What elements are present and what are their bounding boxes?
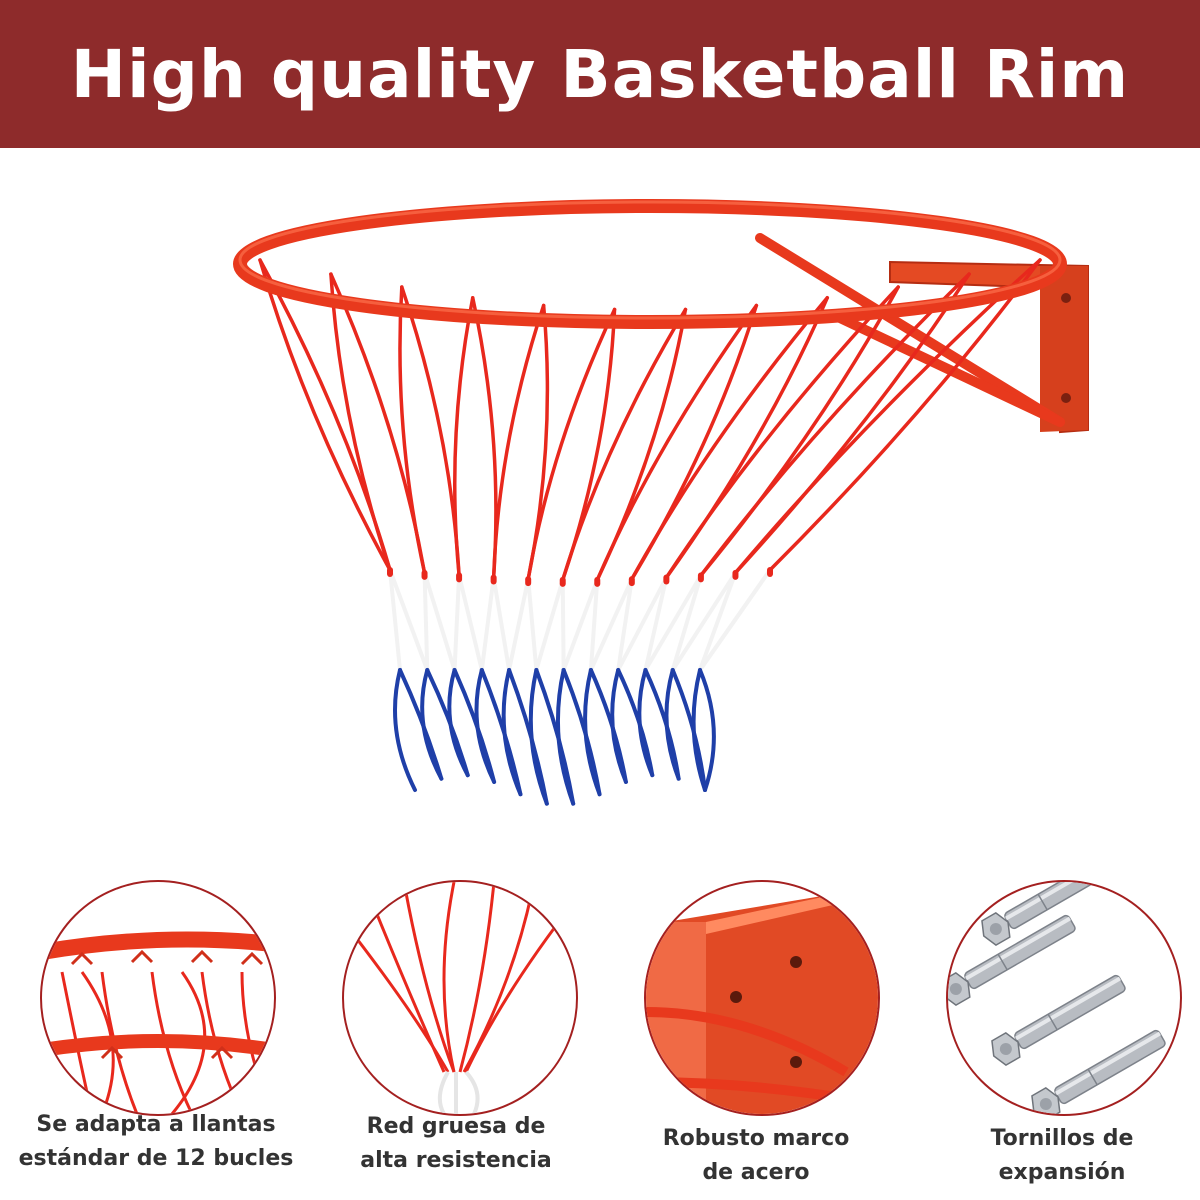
page-title: High quality Basketball Rim <box>70 35 1130 113</box>
rim-loops-icon <box>42 931 274 1114</box>
net-icon <box>344 882 576 1114</box>
bracket-frame-icon <box>646 892 878 1114</box>
detail-circle-bolts <box>946 880 1182 1116</box>
detail-circle-rim <box>40 880 276 1116</box>
basketball-rim-image <box>233 199 1089 806</box>
detail-circle-net <box>342 880 578 1116</box>
feature-caption-rim: Se adapta a llantas estándar de 12 bucle… <box>18 1112 294 1171</box>
feature-caption-frame: Robusto marco de acero <box>662 1126 850 1185</box>
net <box>258 258 1042 806</box>
title-banner: High quality Basketball Rim <box>0 0 1200 148</box>
mounting-bracket <box>755 233 1089 434</box>
feature-caption-bolts: Tornillos de expansión <box>990 1126 1134 1185</box>
expansion-bolts-icon <box>948 882 1166 1114</box>
detail-circle-bracket <box>644 880 880 1116</box>
feature-caption-net: Red gruesa de alta resistencia <box>360 1114 552 1173</box>
